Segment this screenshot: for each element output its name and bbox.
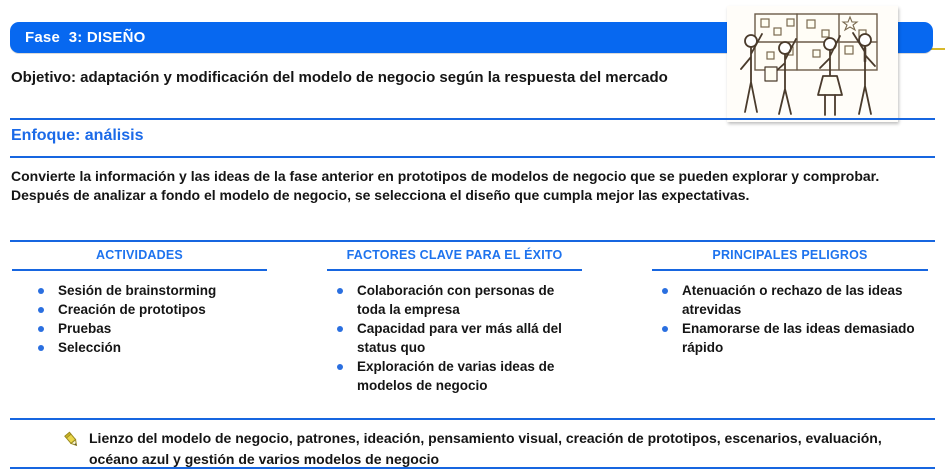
column-title: FACTORES CLAVE PARA EL ÉXITO <box>346 248 563 262</box>
list-item-text: Enamorarse de las ideas demasiado rápido <box>682 321 915 355</box>
column-underline <box>12 269 267 271</box>
column-title: PRINCIPALES PELIGROS <box>712 248 868 262</box>
list-item: Atenuación o rechazo de las ideas atrevi… <box>662 281 928 319</box>
list-item: Sesión de brainstorming <box>38 281 267 300</box>
column-success-factors: FACTORES CLAVE PARA EL ÉXITO Colaboració… <box>327 248 582 395</box>
list-item-text: Sesión de brainstorming <box>58 283 217 298</box>
divider-line <box>10 418 935 420</box>
dangers-list: Atenuación o rechazo de las ideas atrevi… <box>652 281 928 357</box>
bullet-icon <box>38 288 44 294</box>
list-item: Capacidad para ver más allá del status q… <box>337 319 582 357</box>
bullet-icon <box>337 326 343 332</box>
divider-line <box>10 156 935 158</box>
column-dangers: PRINCIPALES PELIGROS Atenuación o rechaz… <box>652 248 928 357</box>
tools-list-text: Lienzo del modelo de negocio, patrones, … <box>89 430 882 467</box>
list-item: Enamorarse de las ideas demasiado rápido <box>662 319 928 357</box>
list-item-text: Exploración de varias ideas de modelos d… <box>357 359 555 393</box>
list-item-text: Pruebas <box>58 321 112 336</box>
tools-footer: Lienzo del modelo de negocio, patrones, … <box>63 428 923 470</box>
list-item: Pruebas <box>38 319 267 338</box>
whiteboard-sketch-icon <box>740 13 878 116</box>
bullet-icon <box>337 288 343 294</box>
star-doodle <box>841 15 859 32</box>
list-item-text: Capacidad para ver más allá del status q… <box>357 321 562 355</box>
phase-description: Convierte la información y las ideas de … <box>11 168 880 203</box>
bullet-icon <box>38 307 44 313</box>
column-title: ACTIVIDADES <box>96 248 183 262</box>
bullet-icon <box>662 288 668 294</box>
column-underline <box>652 269 928 271</box>
whiteboard-people-illustration <box>727 6 898 122</box>
list-item: Exploración de varias ideas de modelos d… <box>337 357 582 395</box>
list-item-text: Atenuación o rechazo de las ideas atrevi… <box>682 283 903 317</box>
column-underline <box>327 269 582 271</box>
list-item: Creación de prototipos <box>38 300 267 319</box>
pencil-icon <box>63 431 81 470</box>
bullet-icon <box>38 326 44 332</box>
objective-text: Objetivo: adaptación y modificación del … <box>11 69 668 86</box>
list-item-text: Colaboración con personas de toda la emp… <box>357 283 555 317</box>
list-item: Selección <box>38 338 267 357</box>
divider-line <box>10 118 935 120</box>
bullet-icon <box>38 345 44 351</box>
bullet-icon <box>662 326 668 332</box>
list-item-text: Creación de prototipos <box>58 302 206 317</box>
phase-title: Fase 3: DISEÑO <box>25 29 146 46</box>
bullet-icon <box>337 364 343 370</box>
success-factors-list: Colaboración con personas de toda la emp… <box>327 281 582 395</box>
list-item: Colaboración con personas de toda la emp… <box>337 281 582 319</box>
focus-label: Enfoque: análisis <box>11 127 144 144</box>
divider-line <box>10 467 935 469</box>
list-item-text: Selección <box>58 340 122 355</box>
divider-line <box>10 240 935 242</box>
